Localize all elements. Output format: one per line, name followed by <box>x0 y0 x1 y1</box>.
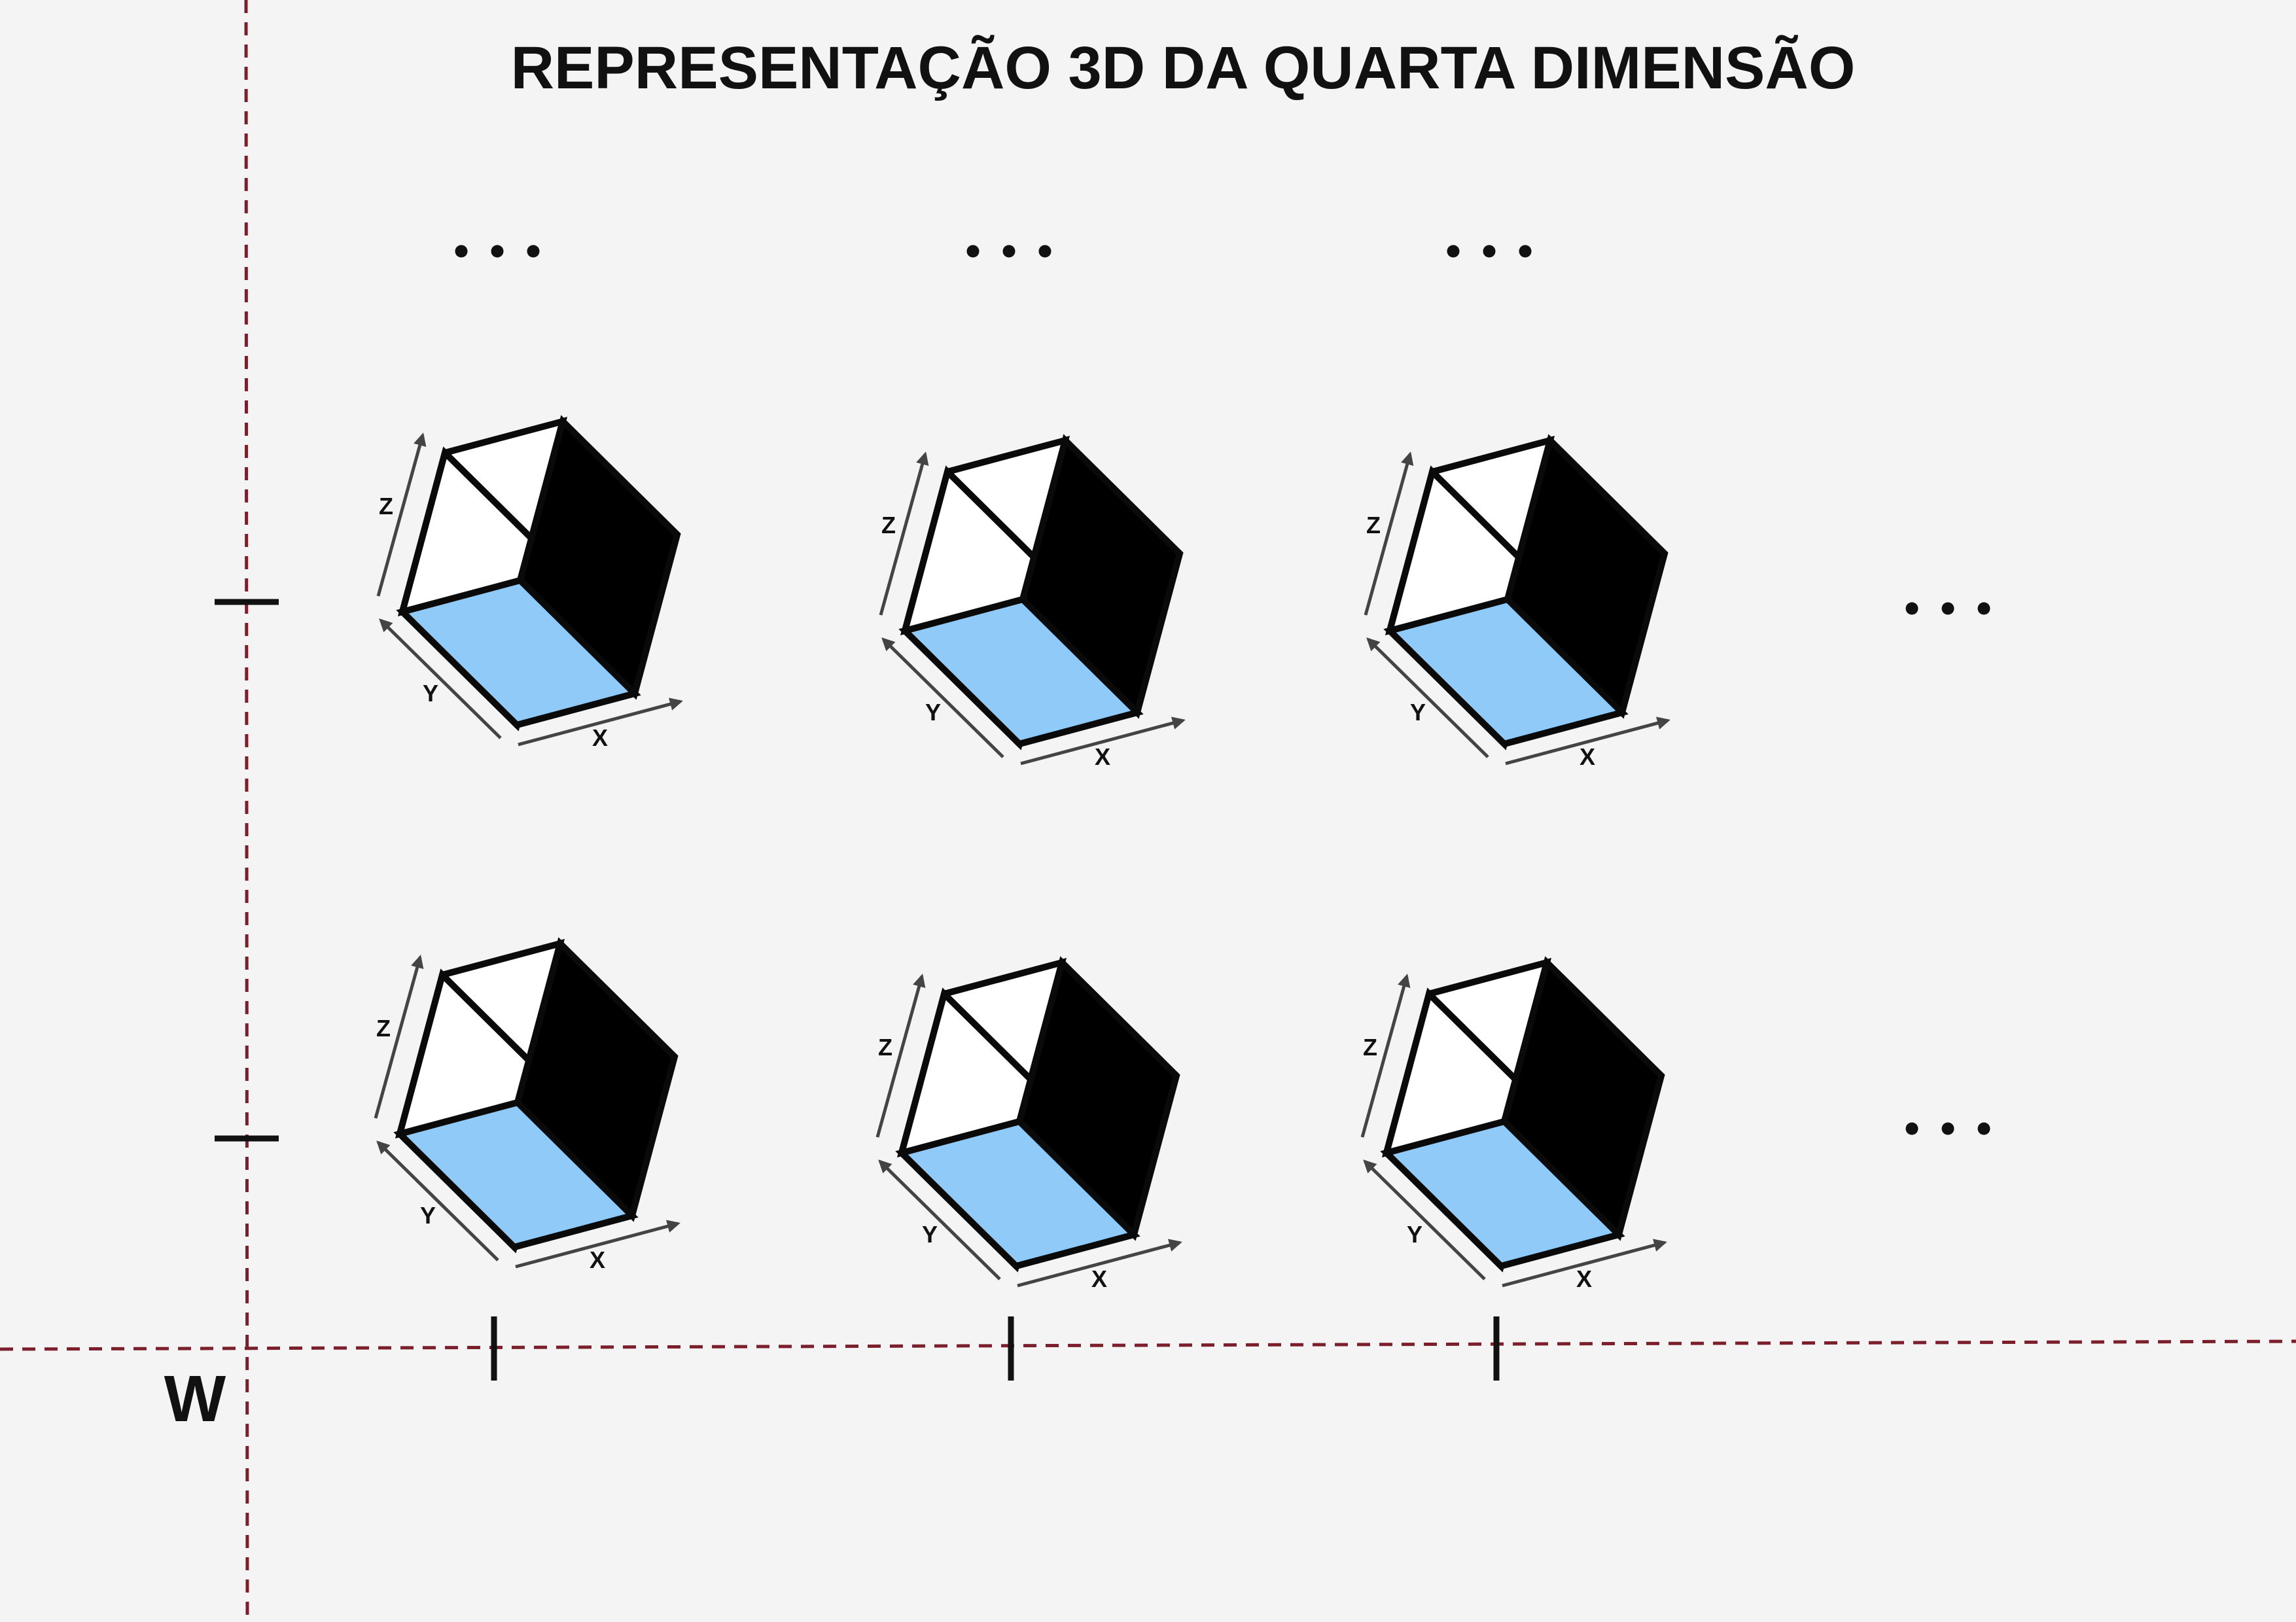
ellipsis-dot <box>966 245 980 258</box>
vertical-guide-line <box>244 0 249 1622</box>
floor-face <box>1380 1118 1625 1270</box>
floor-face <box>396 576 641 729</box>
ellipsis-dot <box>1519 245 1532 258</box>
y-axis-label: Y <box>420 1202 436 1229</box>
floor-face <box>1383 595 1629 748</box>
z-axis-label: Z <box>379 493 393 520</box>
ellipsis-continues-up-col-2 <box>966 245 1051 258</box>
ellipsis-dot <box>1977 602 1990 615</box>
y-axis-arrow <box>881 637 1004 758</box>
cube-1: X Y Z <box>376 415 683 751</box>
x-axis-arrow <box>1502 1239 1667 1288</box>
w-axis-label: W <box>164 1362 226 1436</box>
ellipsis-dot <box>1941 1122 1954 1135</box>
x-axis-label: X <box>592 724 608 751</box>
ellipsis-continues-right-row-2 <box>1905 1122 1990 1135</box>
floor-face <box>895 1118 1140 1270</box>
y-axis-arrow <box>376 1140 499 1261</box>
floor-face <box>898 595 1144 748</box>
z-axis-arrow <box>1364 451 1414 616</box>
y-axis-arrow <box>1363 1159 1486 1280</box>
z-axis-arrow <box>875 974 926 1138</box>
cube-grid: X Y Z X Y Z X Y Z X Y Z X Y Z X Y Z <box>374 415 1670 1292</box>
ellipsis-dot <box>1977 1122 1990 1135</box>
ellipsis-dot <box>527 245 540 258</box>
x-axis-arrow <box>518 697 683 747</box>
ellipsis-dot <box>1447 245 1460 258</box>
x-axis-label: X <box>590 1246 605 1273</box>
z-axis-arrow <box>374 955 424 1119</box>
y-axis-label: Y <box>925 699 941 726</box>
z-axis-label: Z <box>1363 1034 1377 1061</box>
y-axis-arrow <box>1366 637 1489 758</box>
diagram-title: REPRESENTAÇÃO 3D DA QUARTA DIMENSÃO <box>511 34 1856 101</box>
y-axis-label: Y <box>1410 699 1426 726</box>
ellipsis-dot <box>491 245 504 258</box>
ellipsis-continues-up-col-3 <box>1447 245 1532 258</box>
ellipsis-dot <box>1905 602 1918 615</box>
ellipsis-dot <box>1483 245 1496 258</box>
z-axis-label: Z <box>1366 512 1381 538</box>
z-axis-label: Z <box>376 1015 391 1042</box>
x-axis-label: X <box>1576 1265 1592 1292</box>
x-axis-arrow <box>1017 1239 1182 1288</box>
ellipsis-dot <box>1002 245 1016 258</box>
z-axis-label: Z <box>881 512 896 538</box>
z-axis-arrow <box>1360 974 1411 1138</box>
continuation-markers <box>455 245 1990 1135</box>
x-axis-arrow <box>515 1220 680 1269</box>
cube-6: X Y Z <box>1360 956 1667 1292</box>
x-axis-label: X <box>1091 1265 1107 1292</box>
ellipsis-dot <box>1941 602 1954 615</box>
y-axis-label: Y <box>922 1221 938 1248</box>
x-axis-label: X <box>1580 743 1595 770</box>
z-axis-arrow <box>879 451 929 616</box>
x-axis-label: X <box>1095 743 1110 770</box>
floor-face <box>393 1099 639 1251</box>
x-axis-arrow <box>1505 716 1670 766</box>
z-axis-label: Z <box>878 1034 892 1061</box>
cube-2: X Y Z <box>879 434 1186 770</box>
y-axis-label: Y <box>423 680 438 707</box>
ellipsis-continues-right-row-1 <box>1905 602 1990 615</box>
x-axis-arrow <box>1020 716 1186 766</box>
ellipsis-dot <box>1905 1122 1918 1135</box>
w-axis-guide-line <box>0 1339 2296 1351</box>
cube-4: X Y Z <box>374 937 680 1273</box>
cube-5: X Y Z <box>875 956 1182 1292</box>
y-axis-arrow <box>878 1159 1001 1280</box>
y-axis-label: Y <box>1407 1221 1422 1248</box>
cube-3: X Y Z <box>1364 434 1670 770</box>
z-axis-arrow <box>376 432 427 597</box>
ellipsis-dot <box>455 245 468 258</box>
y-axis-arrow <box>379 618 502 739</box>
ellipsis-continues-up-col-1 <box>455 245 540 258</box>
ellipsis-dot <box>1038 245 1051 258</box>
